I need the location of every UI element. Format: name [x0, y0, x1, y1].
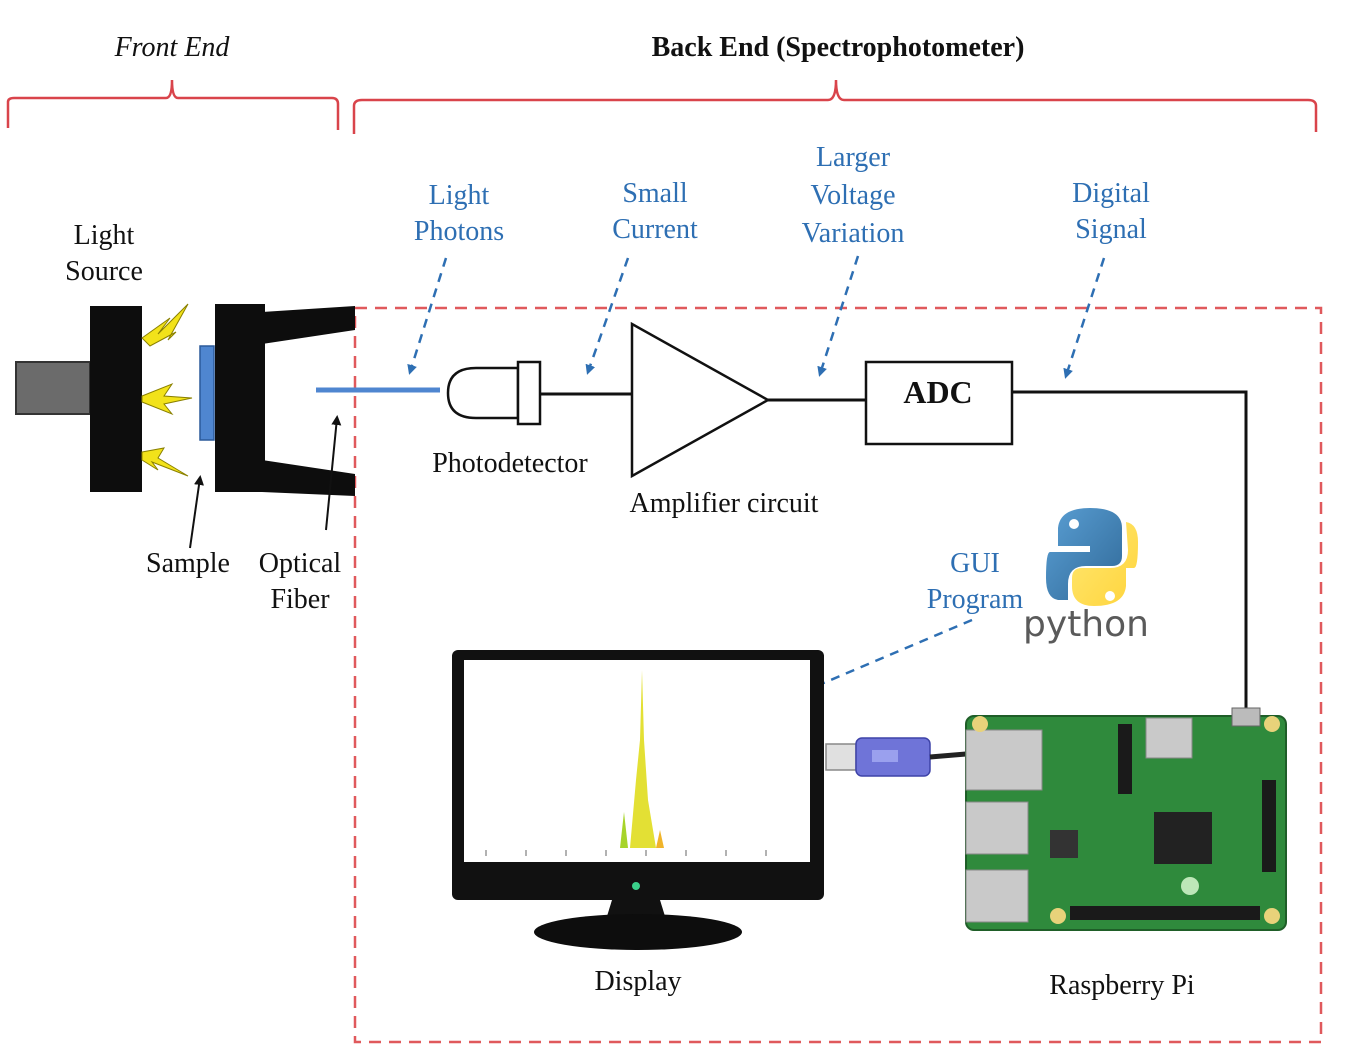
light-photons-label-line1: Light — [428, 180, 490, 211]
light-photons-label-line2: Photons — [413, 216, 505, 247]
back-end-bracket — [352, 79, 1318, 134]
python-logo-icon — [1046, 508, 1138, 606]
fiber-holder — [215, 304, 355, 496]
display-label: Display — [594, 966, 682, 997]
spectrum-plot — [472, 670, 798, 856]
back-end-label: Back End (Spectrophotometer) — [651, 32, 1025, 63]
back-end-box — [353, 306, 1323, 1044]
larger-voltage-label-line1: Larger — [815, 142, 891, 173]
gui-program-label-line2: Program — [926, 584, 1024, 615]
optical-fiber-label-line1: Optical — [258, 548, 342, 579]
adc-block — [864, 360, 1014, 446]
amplifier-label: Amplifier circuit — [629, 488, 819, 519]
adc-label: ADC — [903, 374, 973, 410]
signal-wires — [540, 390, 1248, 716]
gui-program-label-line1: GUI — [950, 548, 1000, 579]
digital-signal-label-line2: Signal — [1075, 214, 1147, 245]
digital-signal-label-line1: Digital — [1072, 178, 1150, 209]
photodetector-label: Photodetector — [432, 448, 588, 479]
larger-voltage-label-line3: Variation — [801, 218, 905, 249]
sample-label: Sample — [146, 548, 230, 579]
display-monitor — [452, 650, 824, 950]
small-current-label-line2: Current — [612, 214, 698, 245]
raspberry-pi-label: Raspberry Pi — [1049, 970, 1195, 1001]
light-source-label-line2: Source — [65, 256, 143, 287]
larger-voltage-label-line2: Voltage — [810, 180, 896, 211]
front-end-bracket — [6, 79, 340, 130]
front-end-label: Front End — [114, 32, 230, 63]
light-source-label-line1: Light — [73, 220, 135, 251]
python-wordmark: python — [1023, 604, 1149, 645]
amplifier-icon — [630, 321, 771, 479]
sample-cuvette — [199, 345, 215, 441]
light-source-icon — [15, 306, 142, 492]
raspberry-pi-board — [965, 707, 1287, 931]
small-current-label-line1: Small — [622, 178, 688, 209]
light-rays-icon — [141, 303, 193, 477]
sample-arrow — [189, 475, 204, 549]
usb-dongle-icon — [825, 737, 967, 777]
photodetector-icon — [446, 360, 542, 426]
signal-arrows — [407, 255, 1106, 712]
optical-fiber-label-line2: Fiber — [270, 584, 330, 615]
fiber-arrow — [325, 415, 342, 531]
